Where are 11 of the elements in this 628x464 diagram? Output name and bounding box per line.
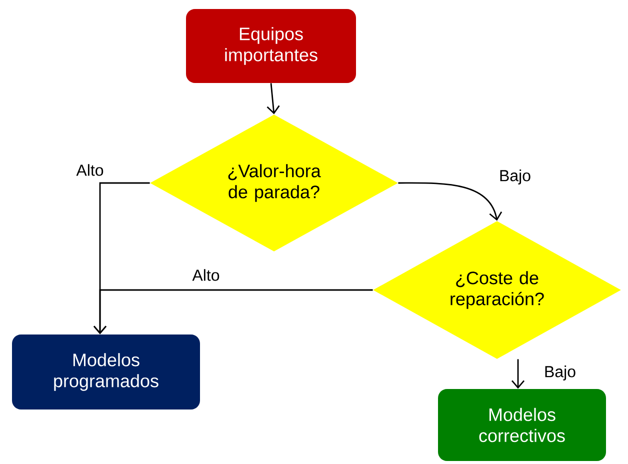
- process-box: Modelos programados: [12, 334, 200, 410]
- process-box: Modelos correctivos: [438, 389, 606, 461]
- arrow: [398, 182, 502, 221]
- edge-label: Bajo: [500, 170, 530, 184]
- arrow: [93, 289, 373, 334]
- edge-label: Alto: [192, 269, 220, 281]
- edge-label: Alto: [76, 164, 104, 176]
- arrow: [511, 359, 525, 389]
- edge-label: Bajo: [545, 366, 576, 380]
- process-box: Equipos importantes: [186, 9, 356, 83]
- arrow: [266, 83, 280, 114]
